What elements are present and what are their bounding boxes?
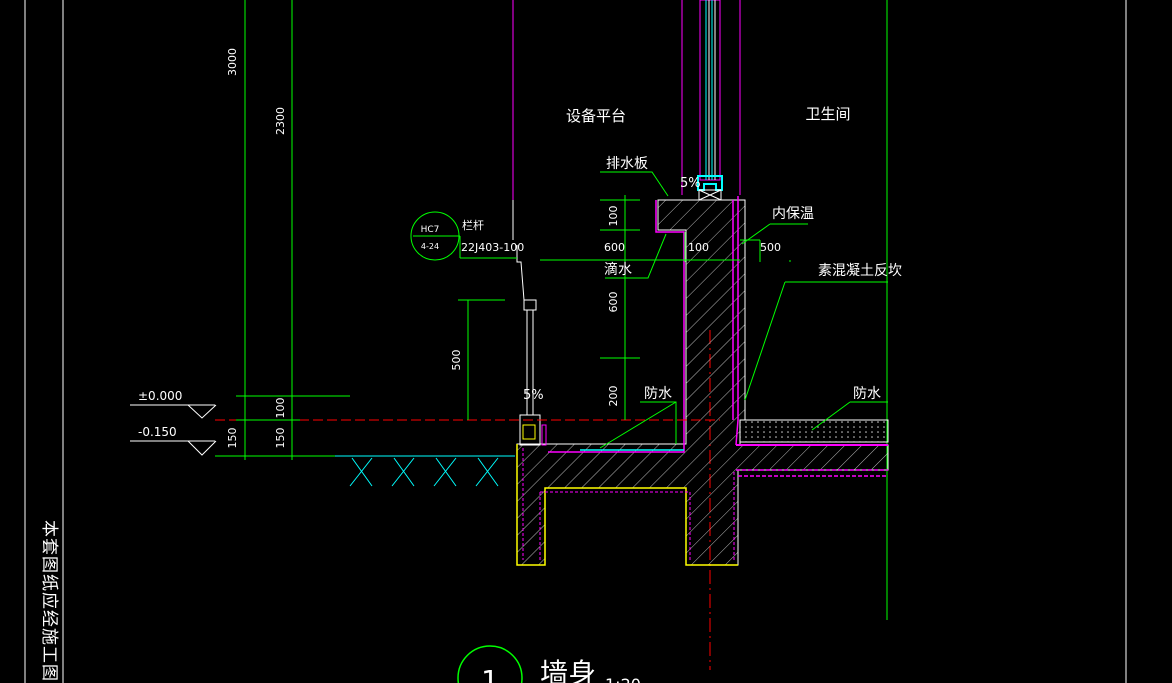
- annotation-slope-top: 5%: [680, 176, 701, 191]
- dim-3000: 3000: [226, 48, 239, 76]
- level-zero: ±0.000: [138, 389, 182, 403]
- dim-200: 200: [607, 386, 620, 407]
- title-name: 墙身: [540, 657, 596, 683]
- dim-100-b: 100: [688, 241, 709, 254]
- room-label-bathroom: 卫生间: [805, 105, 850, 123]
- detail-reference-bubble: HC7 4-24: [410, 211, 460, 261]
- dim-100-top: 100: [607, 206, 620, 227]
- railing: [516, 245, 547, 446]
- title-scale: 1:20: [605, 675, 641, 683]
- room-label-equipment-platform: 设备平台: [566, 107, 626, 125]
- annotation-waterproof-right: 防水: [853, 386, 881, 402]
- dimension-lines: [240, 0, 791, 460]
- annotation-internal-insulation: 内保温: [772, 206, 814, 222]
- drawing-title: 1 墙身 1:20: [457, 645, 641, 683]
- annotation-railing-ref: 22J403-100: [461, 241, 524, 254]
- dim-600-b: 600: [607, 292, 620, 313]
- dim-500-a: 500: [760, 241, 781, 254]
- dim-100-left: 100: [274, 398, 287, 419]
- dim-500-b: 500: [450, 350, 463, 371]
- ground-hatch: [335, 455, 515, 487]
- annotation-railing: 栏杆: [462, 218, 484, 232]
- title-number: 1: [481, 664, 499, 683]
- window-frame: [697, 0, 723, 201]
- leader-lines: [435, 171, 888, 449]
- annotation-drip: 滴水: [604, 261, 632, 278]
- dim-150-b: 150: [274, 428, 287, 449]
- concrete-structure: [516, 196, 889, 566]
- dim-600-a: 600: [604, 241, 625, 254]
- drawing-frame: [24, 0, 1127, 683]
- annotation-slope-bottom: 5%: [523, 388, 544, 403]
- annotation-drain-board: 排水板: [606, 156, 648, 172]
- annotation-waterproof-left: 防水: [644, 386, 672, 402]
- side-note: 本套图纸应经施工图审: [39, 520, 59, 683]
- dim-150-a: 150: [226, 428, 239, 449]
- detail-bubble-bottom: 4-24: [421, 242, 439, 251]
- annotation-concrete-upturn: 素混凝土反坎: [818, 263, 902, 279]
- dim-2300: 2300: [274, 107, 287, 135]
- detail-bubble-top: HC7: [421, 225, 440, 235]
- level-minus: -0.150: [138, 425, 177, 439]
